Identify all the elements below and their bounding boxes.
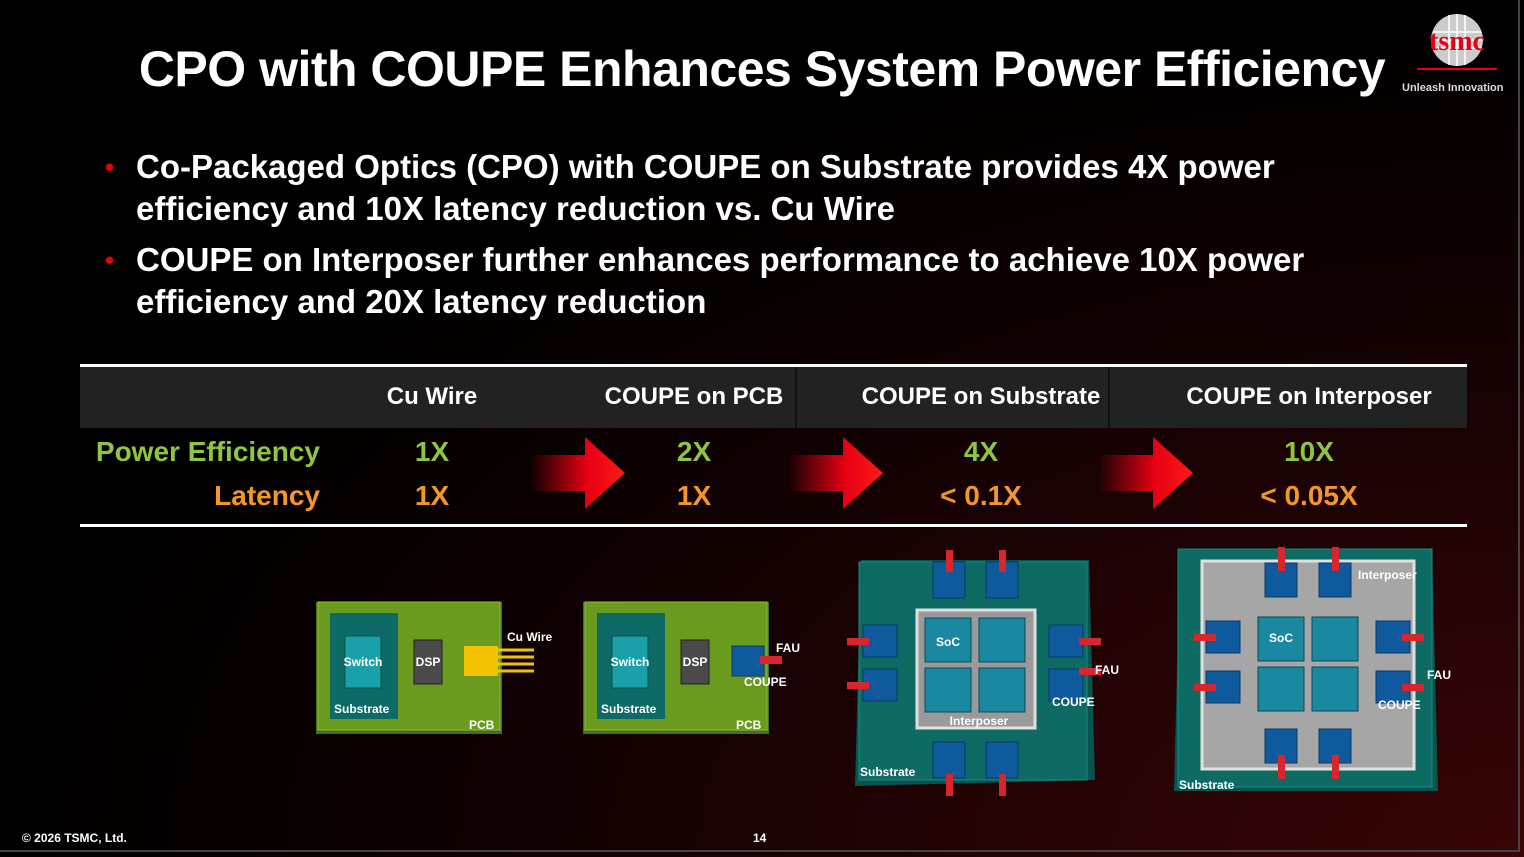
dsp-label: DSP <box>416 655 441 669</box>
power-value: 1X <box>414 436 450 467</box>
table-top-rule <box>80 364 1467 367</box>
page-number: 14 <box>753 831 767 845</box>
coupe-module <box>731 645 765 677</box>
tsmc-logo-text: tsmc <box>1429 26 1485 57</box>
diagram-coupe-substrate: SoC Interposer Substrate FAU COUPE <box>847 550 1119 796</box>
cu-wire-lines <box>498 648 534 673</box>
soc-chip <box>1257 616 1305 662</box>
coupe-label: COUPE <box>1378 698 1421 712</box>
pcb-label: PCB <box>736 718 762 732</box>
latency-value: < 0.1X <box>940 480 1022 511</box>
coupe-label: COUPE <box>744 675 787 689</box>
dsp-label: DSP <box>683 655 708 669</box>
switch-label: Switch <box>344 655 383 669</box>
fau-connector <box>760 656 782 664</box>
arrow-right-icon <box>1098 437 1193 509</box>
row-label-power-efficiency: Power Efficiency <box>95 436 320 467</box>
hbm-chip <box>1311 666 1359 712</box>
interposer-block <box>1200 559 1416 771</box>
cu-wire-connector <box>464 646 498 676</box>
substrate-label: Substrate <box>334 702 390 716</box>
column-header-coupe-pcb: COUPE on PCB <box>604 383 784 410</box>
cu-wire-label: Cu Wire <box>507 630 553 644</box>
bullet-text: Co-Packaged Optics (CPO) with COUPE on S… <box>136 148 1275 227</box>
interposer-label: Interposer <box>1358 568 1417 582</box>
substrate-label: Substrate <box>860 765 916 779</box>
soc-label: SoC <box>936 635 960 649</box>
fau-label: FAU <box>1427 668 1451 682</box>
fau-label: FAU <box>1095 663 1119 677</box>
table-bottom-rule <box>80 524 1467 527</box>
fau-connectors <box>1194 547 1424 779</box>
dsp-chip <box>680 639 710 685</box>
latency-value: 1X <box>414 480 450 511</box>
hbm-chip <box>924 667 972 713</box>
arrow-right-icon <box>788 437 883 509</box>
logo-tagline: Unleash Innovation <box>1402 82 1504 94</box>
slide-title: CPO with COUPE Enhances System Power Eff… <box>138 41 1386 97</box>
switch-chip <box>344 635 382 689</box>
header-divider <box>795 367 797 428</box>
power-value: 10X <box>1284 436 1334 467</box>
latency-value: 1X <box>676 480 712 511</box>
row-label-latency: Latency <box>214 480 320 511</box>
bullet-text: COUPE on Interposer further enhances per… <box>136 241 1305 320</box>
bullet-dot-icon: • <box>105 245 115 275</box>
hbm-chip <box>1257 666 1305 712</box>
fau-label: FAU <box>776 641 800 655</box>
substrate-label: Substrate <box>1179 778 1235 792</box>
diagram-cu-wire: Switch DSP Substrate PCB Cu Wire <box>316 601 553 734</box>
soc-label: SoC <box>1269 631 1293 645</box>
bullet-item: • Co-Packaged Optics (CPO) with COUPE on… <box>105 146 1435 230</box>
header-divider <box>1108 367 1110 428</box>
switch-chip <box>611 635 649 689</box>
bullet-list: • Co-Packaged Optics (CPO) with COUPE on… <box>105 146 1435 332</box>
latency-value: < 0.05X <box>1260 480 1358 511</box>
hbm-chip <box>978 667 1026 713</box>
diagram-coupe-pcb: Switch DSP Substrate PCB FAU COUPE <box>583 601 800 734</box>
hbm-chip <box>1311 616 1359 662</box>
table-header-bar <box>80 367 1467 428</box>
substrate-label: Substrate <box>601 702 657 716</box>
soc-chip <box>924 617 972 663</box>
hbm-chip <box>978 617 1026 663</box>
fau-connectors <box>847 550 1101 796</box>
coupe-modules <box>1205 562 1411 764</box>
dsp-chip <box>413 639 443 685</box>
column-header-coupe-interposer: COUPE on Interposer <box>1186 383 1432 410</box>
tsmc-logo: tsmc <box>1417 14 1497 70</box>
bullet-item: • COUPE on Interposer further enhances p… <box>105 239 1435 323</box>
interposer-label: Interposer <box>950 714 1009 728</box>
pcb-label: PCB <box>469 718 495 732</box>
column-header-coupe-substrate: COUPE on Substrate <box>861 383 1101 410</box>
arrow-right-icon <box>530 437 625 509</box>
coupe-label: COUPE <box>1052 695 1095 709</box>
switch-label: Switch <box>611 655 650 669</box>
diagram-coupe-interposer: SoC Interposer Substrate FAU COUPE <box>1174 547 1451 792</box>
column-header-cu-wire: Cu Wire <box>386 383 478 410</box>
power-value: 4X <box>963 436 999 467</box>
footer-copyright: © 2026 TSMC, Ltd. <box>22 831 127 845</box>
bullet-dot-icon: • <box>105 152 115 182</box>
power-value: 2X <box>676 436 712 467</box>
